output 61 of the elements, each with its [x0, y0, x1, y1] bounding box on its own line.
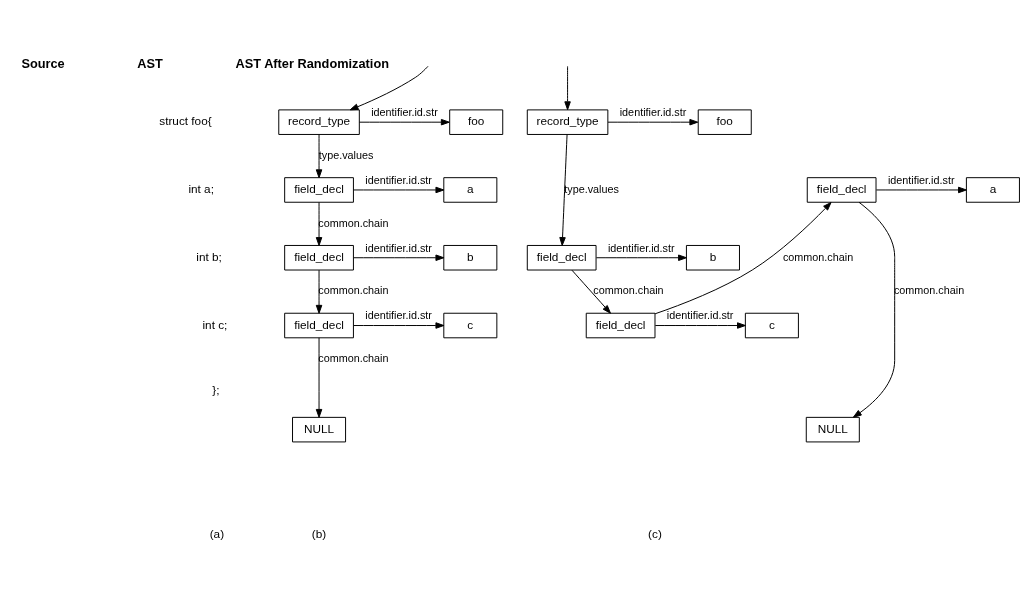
edge-label: common.chain [782, 250, 854, 263]
label: (c) [648, 526, 662, 540]
arrow [315, 201, 323, 246]
arrow [359, 118, 450, 126]
arrow [315, 269, 323, 314]
node-box: field_decl [284, 312, 354, 339]
edge-label: common.chain [593, 284, 664, 297]
label: Source [21, 55, 65, 71]
edge-label: identifier.id.str [666, 309, 734, 322]
edge-label: type.values [318, 148, 374, 161]
node-box: foo [449, 109, 504, 135]
edge-label: common.chain [318, 284, 389, 297]
arrow [349, 65, 429, 111]
node-box: field_decl [585, 312, 656, 339]
node-box: b [443, 244, 498, 271]
arrow [315, 134, 323, 179]
label: struct foo{ [159, 114, 212, 128]
arrow [875, 186, 967, 194]
arrow [852, 201, 896, 418]
edge-label: common.chain [318, 352, 389, 365]
label: }; [212, 383, 220, 397]
node-box: field_decl [806, 177, 877, 203]
node-box: NULL [292, 416, 347, 443]
arrow [564, 65, 571, 111]
arrow [315, 337, 323, 418]
label: (b) [311, 526, 327, 540]
node-box: b [685, 244, 740, 271]
node-box: a [965, 177, 1020, 203]
edge-label: identifier.id.str [619, 106, 687, 119]
arrow [353, 322, 445, 329]
node-box: record_type [278, 109, 360, 135]
node-box: record_type [526, 109, 609, 135]
label: int a; [188, 182, 214, 196]
edge-label: identifier.id.str [365, 309, 432, 322]
edge-label: common.chain [318, 216, 389, 229]
edge-label: identifier.id.str [365, 241, 432, 254]
arrow [607, 118, 699, 126]
arrow [571, 269, 611, 314]
arrow [595, 254, 687, 261]
label: AST [137, 55, 163, 71]
edge-label: identifier.id.str [365, 173, 432, 186]
node-box: field_decl [526, 244, 597, 271]
edge-label: identifier.id.str [371, 106, 438, 119]
edge-label: identifier.id.str [887, 173, 955, 186]
node-box: a [443, 177, 498, 203]
node-box: c [443, 312, 498, 339]
label: int c; [202, 317, 228, 331]
label: AST After Randomization [235, 55, 389, 71]
arrow [654, 202, 832, 315]
arrow [353, 186, 445, 194]
label: (a) [209, 526, 225, 540]
node-box: field_decl [284, 244, 354, 271]
edge-label: identifier.id.str [607, 241, 675, 254]
node-box: field_decl [284, 177, 354, 203]
node-box: c [744, 312, 799, 339]
arrow [654, 322, 746, 329]
arrow [559, 134, 568, 246]
arrow [353, 254, 445, 261]
node-box: foo [697, 109, 752, 135]
label: int b; [196, 249, 222, 263]
node-box: NULL [805, 416, 860, 443]
